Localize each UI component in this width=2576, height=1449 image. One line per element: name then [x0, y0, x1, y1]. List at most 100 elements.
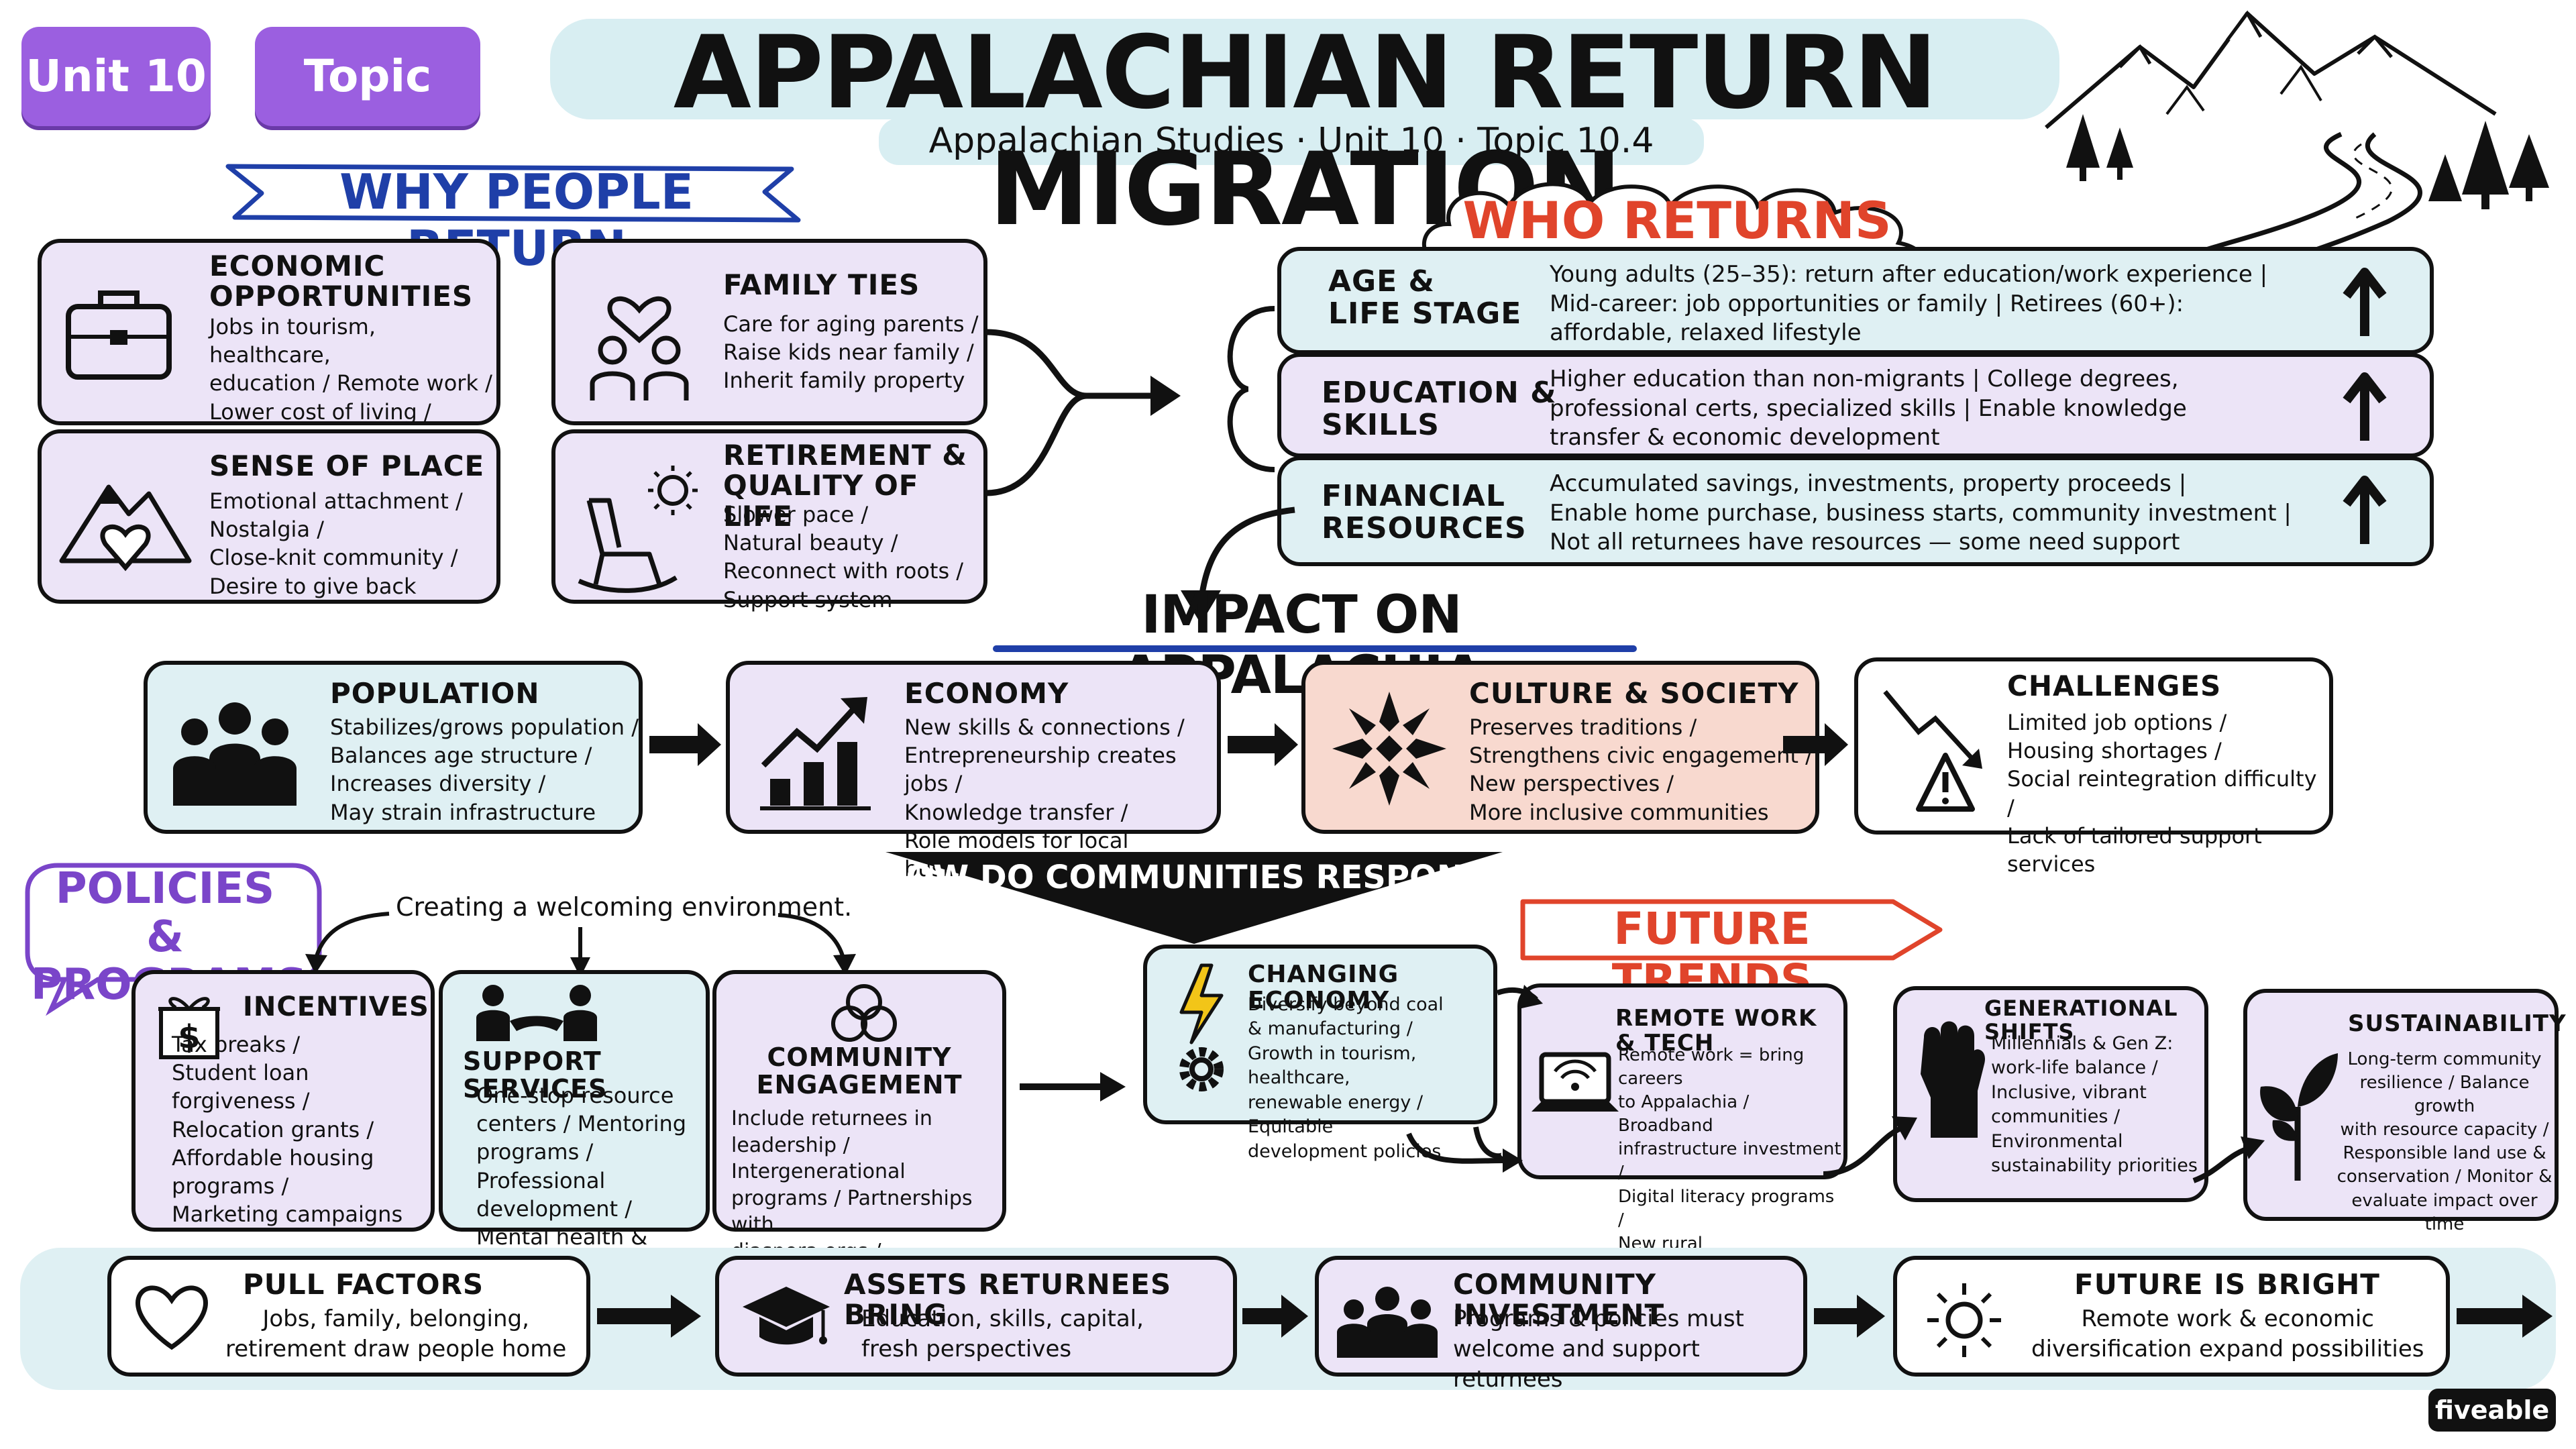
- unit-badge: Unit 10: [21, 27, 211, 126]
- summary-card-body: Remote work & economic diversification e…: [2031, 1305, 2424, 1362]
- impact-card-economy: ECONOMY New skills & connections / Entre…: [726, 661, 1221, 881]
- policy-card-support: SUPPORT SERVICES One-stop resource cente…: [439, 970, 710, 1278]
- summary-card-pull: PULL FACTORS Jobs, family, belonging, re…: [107, 1256, 590, 1377]
- impact-card-body: Limited job options / Housing shortages …: [2007, 710, 2317, 877]
- family-heart-icon: [590, 296, 689, 400]
- respond-banner: HOW DO COMMUNITIES RESPOND?: [879, 859, 1509, 896]
- who-row-financial: FINANCIAL RESOURCES Accumulated savings,…: [1277, 456, 2434, 566]
- impact-card-body: Preserves traditions / Strengthens civic…: [1469, 714, 1813, 825]
- mountain-road-illustration: [2045, 10, 2549, 271]
- handshake-icon: [476, 985, 597, 1041]
- respond-banner-shape: [885, 852, 1503, 944]
- page-subtitle: Appalachian Studies · Unit 10 · Topic 10…: [928, 121, 1654, 161]
- impact-underline: [993, 645, 1637, 652]
- policy-card-title: COMMUNITY ENGAGEMENT: [756, 1042, 963, 1100]
- policies-to-future-arrow: [1020, 1072, 1126, 1102]
- subtitle-highlight: [879, 118, 1704, 165]
- laptop-wifi-icon: [1532, 1052, 1619, 1112]
- policy-card-title: SUPPORT SERVICES: [463, 1046, 608, 1104]
- who-row-text: Accumulated savings, investments, proper…: [1550, 470, 2292, 556]
- why-card-title: FAMILY TIES: [723, 268, 920, 301]
- summary-card-assets: ASSETS RETURNEES BRING Education, skills…: [715, 1256, 1237, 1377]
- future-card-title: SUSTAINABILITY: [2348, 1010, 2567, 1037]
- up-arrow-icon: [2343, 476, 2387, 544]
- why-card-title: SENSE OF PLACE: [209, 449, 485, 482]
- future-card-economy: CHANGING ECONOMY Diversify beyond coal &…: [1143, 945, 1497, 1162]
- warning-icon: [1883, 690, 1982, 812]
- who-heading: WHO RETURNS: [1462, 191, 1892, 250]
- impact-card-challenges: CHALLENGES Limited job options / Housing…: [1854, 657, 2333, 877]
- why-to-who-arrow: [985, 329, 1181, 496]
- future-card-sustainability: SUSTAINABILITY Long-term community resil…: [2243, 989, 2566, 1234]
- who-row-label: FINANCIAL RESOURCES: [1322, 479, 1527, 545]
- quilt-star-icon: [1332, 692, 1446, 806]
- summary-card-title: FUTURE IS BRIGHT: [2074, 1268, 2380, 1301]
- why-card-body: Emotional attachment / Nostalgia / Close…: [209, 488, 463, 599]
- future-banner-shape: [1520, 899, 1943, 961]
- summary-card-future: FUTURE IS BRIGHT Remote work & economic …: [1893, 1256, 2450, 1377]
- up-arrow-icon: [2343, 372, 2387, 441]
- policy-card-body: Tax breaks / Student loan forgiveness / …: [172, 1032, 403, 1228]
- impact-card-culture: CULTURE & SOCIETY Preserves traditions /…: [1301, 661, 1819, 834]
- policies-note-arrows: [305, 912, 856, 977]
- impact-card-title: ECONOMY: [904, 677, 1069, 710]
- future-card-title: GENERATIONAL SHIFTS: [1984, 996, 2178, 1044]
- impact-card-title: POPULATION: [330, 677, 540, 710]
- future-card-remote: REMOTE WORK & TECH Remote work = bring c…: [1517, 983, 1847, 1277]
- growth-chart-icon: [760, 697, 871, 810]
- summary-card-title: ASSETS RETURNEES BRING: [844, 1268, 1172, 1332]
- seedling-icon: [2260, 1053, 2338, 1181]
- summary-card-community: COMMUNITY INVESTMENT Programs & policies…: [1315, 1256, 1807, 1393]
- people-group-icon: [173, 702, 297, 806]
- summary-card-body: Jobs, family, belonging, retirement draw…: [225, 1305, 567, 1362]
- future-card-title: CHANGING ECONOMY: [1248, 961, 1399, 1014]
- why-card-place: SENSE OF PLACE Emotional attachment / No…: [38, 429, 500, 604]
- svg-text:$: $: [178, 1018, 200, 1056]
- future-card-body: Diversify beyond coal & manufacturing / …: [1248, 994, 1444, 1162]
- briefcase-icon: [66, 290, 172, 380]
- why-card-title: ECONOMIC OPPORTUNITIES: [209, 250, 474, 313]
- impact-card-body: Stabilizes/grows population / Balances a…: [330, 714, 639, 825]
- impact-card-title: CULTURE & SOCIETY: [1469, 677, 1799, 710]
- who-row-age: AGE & LIFE STAGE Young adults (25–35): r…: [1277, 247, 2434, 354]
- policy-card-engagement: COMMUNITY ENGAGEMENT Include returnees i…: [712, 970, 1006, 1316]
- mountain-heart-icon: [59, 484, 192, 572]
- summary-card-title: COMMUNITY INVESTMENT: [1453, 1268, 1665, 1332]
- why-card-family: FAMILY TIES Care for aging parents / Rai…: [551, 239, 987, 425]
- raised-fist-icon: [1921, 1021, 1986, 1138]
- page-title: APPALACHIAN RETURN MIGRATION: [673, 15, 1937, 248]
- who-to-impact-arrow: [1181, 506, 1295, 624]
- future-card-title: REMOTE WORK & TECH: [1615, 1005, 1817, 1057]
- summary-card-body: Programs & policies must welcome and sup…: [1453, 1305, 1744, 1393]
- who-row-label: AGE & LIFE STAGE: [1328, 264, 1522, 331]
- gift-dollar-icon: $: [158, 997, 220, 1059]
- why-banner-shape: [225, 164, 801, 223]
- linked-rings-icon: [831, 984, 897, 1042]
- why-card-body: Slower pace / Natural beauty / Reconnect…: [723, 502, 964, 612]
- future-card-body: Long-term community resilience / Balance…: [2337, 1049, 2553, 1234]
- who-row-text: Higher education than non-migrants | Col…: [1550, 366, 2187, 451]
- brand-logo: fiveable: [2428, 1389, 2556, 1432]
- impact-card-population: POPULATION Stabilizes/grows population /…: [144, 661, 643, 834]
- summary-card-title: PULL FACTORS: [243, 1268, 484, 1301]
- why-card-body: Care for aging parents / Raise kids near…: [723, 311, 979, 394]
- why-card-retirement: RETIREMENT & QUALITY OF LIFE Slower pace…: [551, 429, 987, 612]
- who-row-education: EDUCATION & SKILLS Higher education than…: [1277, 353, 2434, 458]
- graduation-cap-icon: [743, 1287, 830, 1345]
- future-card-generational: GENERATIONAL SHIFTS Millennials & Gen Z:…: [1893, 986, 2208, 1202]
- why-card-title: RETIREMENT & QUALITY OF LIFE: [723, 439, 967, 533]
- up-arrow-icon: [2343, 268, 2387, 336]
- future-heading: FUTURE TRENDS: [1611, 903, 1813, 1006]
- policy-card-title: INCENTIVES: [243, 991, 429, 1022]
- who-row-label: EDUCATION & SKILLS: [1322, 376, 1557, 442]
- energy-gear-icon: [1179, 963, 1224, 1091]
- policy-card-incentives: $ INCENTIVES Tax breaks / Student loan f…: [131, 970, 435, 1232]
- sun-icon: [1927, 1283, 2001, 1357]
- title-highlight: [550, 19, 2059, 119]
- summary-card-body: Education, skills, capital, fresh perspe…: [861, 1305, 1144, 1362]
- policies-note: Creating a welcoming environment.: [396, 892, 853, 922]
